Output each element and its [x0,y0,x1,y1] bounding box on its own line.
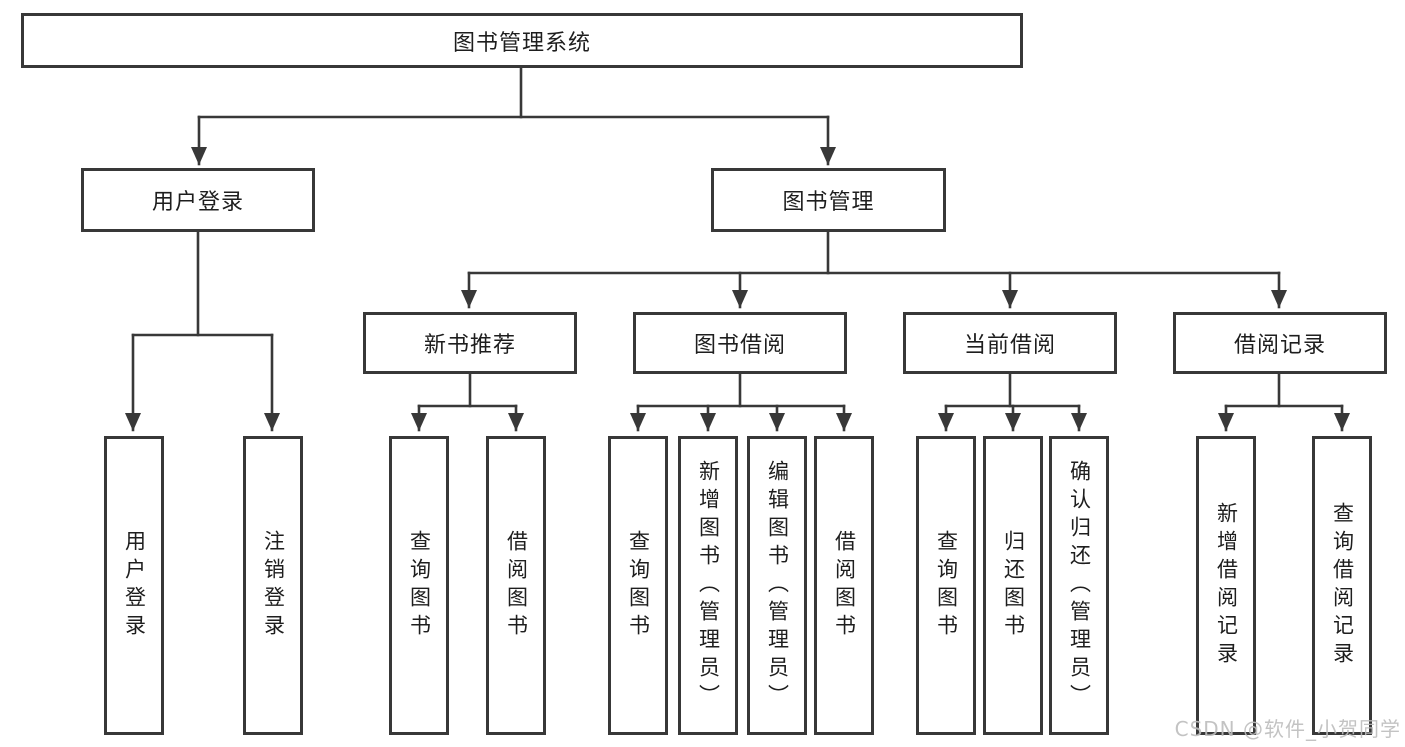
node-book-management: 图书管理 [711,168,946,232]
leaf-label: 查询图书 [407,529,432,642]
leaf-confirm-return-admin: 确认归还（管理员） [1049,436,1109,735]
leaf-borrow-books: 借阅图书 [814,436,874,735]
leaf-label: 新增借阅记录 [1214,501,1239,670]
leaf-query-books-borrowing: 查询图书 [608,436,668,735]
connector-book-borrowing-children [630,372,852,432]
leaf-label: 确认归还（管理员） [1067,459,1092,712]
node-book-borrowing: 图书借阅 [633,312,847,374]
leaf-label: 查询借阅记录 [1330,501,1355,670]
leaf-add-borrow-record: 新增借阅记录 [1196,436,1256,735]
node-library-management-system: 图书管理系统 [21,13,1023,68]
leaf-logout: 注销登录 [243,436,303,735]
connector-user-login-children [125,230,280,432]
leaf-label: 查询图书 [934,529,959,642]
node-user-login: 用户登录 [81,168,315,232]
leaf-label: 用户登录 [122,529,147,642]
node-label: 借阅记录 [1233,333,1326,358]
connector-borrowing-records-children [1218,372,1350,432]
node-label: 图书管理系统 [452,30,591,56]
connector-root-to-level2 [191,66,836,166]
leaf-label: 注销登录 [261,529,286,642]
connector-new-book-children [411,372,524,432]
leaf-label: 借阅图书 [832,529,857,642]
csdn-watermark: CSDN @软件_小贺同学 [1174,717,1401,741]
connector-current-borrowing-children [938,372,1087,432]
leaf-label: 编辑图书（管理员） [765,459,790,712]
node-label: 用户登录 [151,190,244,215]
leaf-borrow-books-recommend: 借阅图书 [486,436,546,735]
leaf-query-books-current: 查询图书 [916,436,976,735]
leaf-label: 新增图书（管理员） [696,459,721,712]
node-new-book-recommendation: 新书推荐 [363,312,577,374]
leaf-query-borrow-record: 查询借阅记录 [1312,436,1372,735]
node-label: 当前借阅 [963,333,1056,358]
leaf-user-login: 用户登录 [104,436,164,735]
connector-book-management-children [461,230,1287,309]
leaf-edit-books-admin: 编辑图书（管理员） [747,436,807,735]
leaf-label: 归还图书 [1001,529,1026,642]
node-current-borrowing: 当前借阅 [903,312,1117,374]
leaf-return-books: 归还图书 [983,436,1043,735]
node-label: 图书管理 [782,190,875,215]
leaf-label: 查询图书 [626,529,651,642]
leaf-add-books-admin: 新增图书（管理员） [678,436,738,735]
node-label: 图书借阅 [693,333,786,358]
node-borrowing-records: 借阅记录 [1173,312,1387,374]
leaf-label: 借阅图书 [504,529,529,642]
leaf-query-books-recommend: 查询图书 [389,436,449,735]
node-label: 新书推荐 [423,333,516,358]
